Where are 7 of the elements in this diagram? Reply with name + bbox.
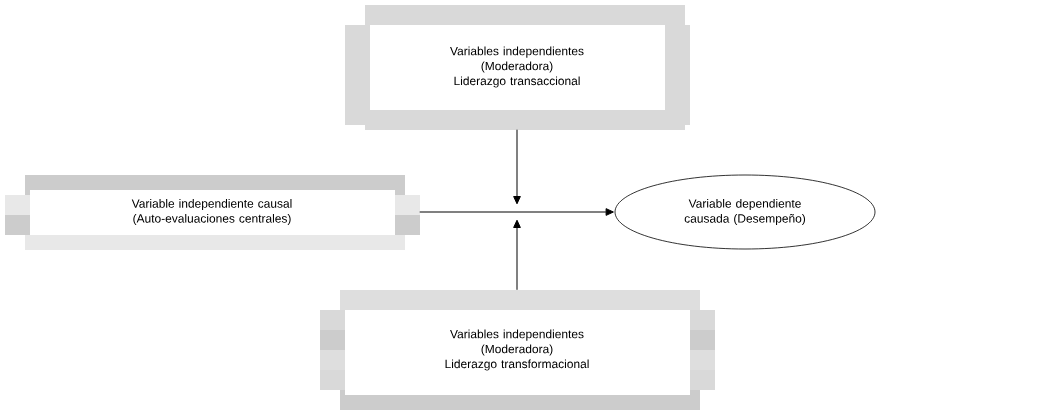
ellipse-node: Variable dependiente causada (Desempeño) (614, 174, 876, 250)
arrow (513, 129, 521, 205)
mosaic-frame-box: Variables independientes (Moderadora) Liderazgo transformacional (320, 290, 715, 410)
arrow (513, 219, 521, 291)
arrow (419, 208, 614, 216)
mosaic-frame-box: Variables independientes (Moderadora) Liderazgo transaccional (345, 5, 690, 130)
mosaic-frame-box: Variable independiente causal (Auto-evaluaciones centrales) (5, 175, 420, 250)
